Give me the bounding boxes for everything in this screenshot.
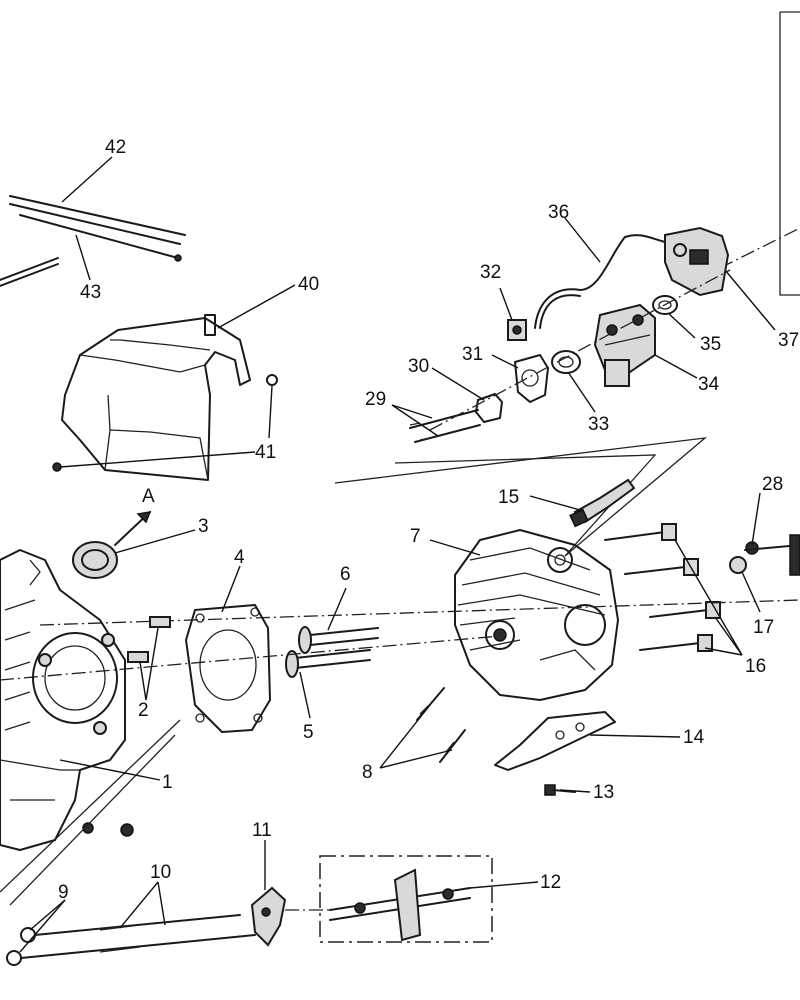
part-11-tensioner	[250, 886, 287, 947]
callout-36: 36	[548, 202, 569, 223]
part-16-bolts	[604, 523, 721, 652]
callout-4: 4	[234, 547, 245, 568]
callout-28: 28	[762, 474, 783, 495]
callout-34: 34	[698, 374, 720, 395]
callout-37: 37	[778, 330, 799, 351]
callout-numbers: 42 43 40 41 36 37 34 35 33 31 32 30 29 1…	[58, 137, 799, 903]
callout-15: 15	[498, 487, 519, 508]
callout-16: 16	[745, 656, 766, 677]
leader-lines	[19, 156, 776, 953]
callout-14: 14	[683, 727, 705, 748]
callout-8: 8	[362, 762, 373, 783]
part-35-gasket	[652, 295, 678, 315]
callout-35: 35	[700, 334, 721, 355]
callout-17: 17	[753, 617, 774, 638]
part-8-studs	[416, 687, 466, 763]
callout-31: 31	[462, 344, 483, 365]
callout-32: 32	[480, 262, 501, 283]
callout-29: 29	[365, 389, 386, 410]
callout-3: 3	[198, 516, 209, 537]
part-37-sensor	[664, 226, 730, 297]
part-40-shroud	[52, 314, 278, 481]
part-31-flange	[514, 354, 549, 403]
callout-30: 30	[408, 356, 429, 377]
callout-10: 10	[150, 862, 171, 883]
callout-42: 42	[105, 137, 126, 158]
part-5-6-valves	[285, 626, 379, 678]
part-15-spark-plug	[569, 478, 636, 528]
callout-1: 1	[162, 772, 173, 793]
callout-12: 12	[540, 872, 561, 893]
part-33-gasket	[551, 350, 581, 374]
callout-2: 2	[138, 700, 149, 721]
callout-13: 13	[593, 782, 614, 803]
part-42-rod	[0, 195, 186, 287]
part-36-wire	[534, 234, 666, 329]
part-32-clip	[507, 319, 527, 341]
callout-11: 11	[252, 820, 272, 841]
part-30-spacer	[475, 393, 503, 423]
view-a-label: A	[142, 486, 155, 507]
callout-5: 5	[303, 722, 314, 743]
part-17-28	[729, 534, 800, 576]
callout-7: 7	[410, 526, 421, 547]
part-7-cylinder-head	[454, 529, 619, 701]
part-2-dowels	[127, 616, 171, 663]
callout-6: 6	[340, 564, 351, 585]
part-13-bolt	[544, 784, 576, 796]
callout-43: 43	[80, 282, 101, 303]
callout-9: 9	[58, 882, 69, 903]
part-34-injector	[593, 303, 656, 387]
part-1-cylinder	[0, 549, 134, 851]
top-right-frame	[719, 11, 800, 296]
part-14-cover	[494, 711, 616, 771]
part-4-head-gasket	[185, 604, 271, 733]
callout-40: 40	[298, 274, 319, 295]
part-12-rocker-box	[319, 855, 493, 943]
callout-33: 33	[588, 414, 609, 435]
part-3-seal: A	[72, 486, 155, 579]
callout-41: 41	[255, 442, 276, 463]
part-9-10-bolts	[6, 914, 256, 966]
